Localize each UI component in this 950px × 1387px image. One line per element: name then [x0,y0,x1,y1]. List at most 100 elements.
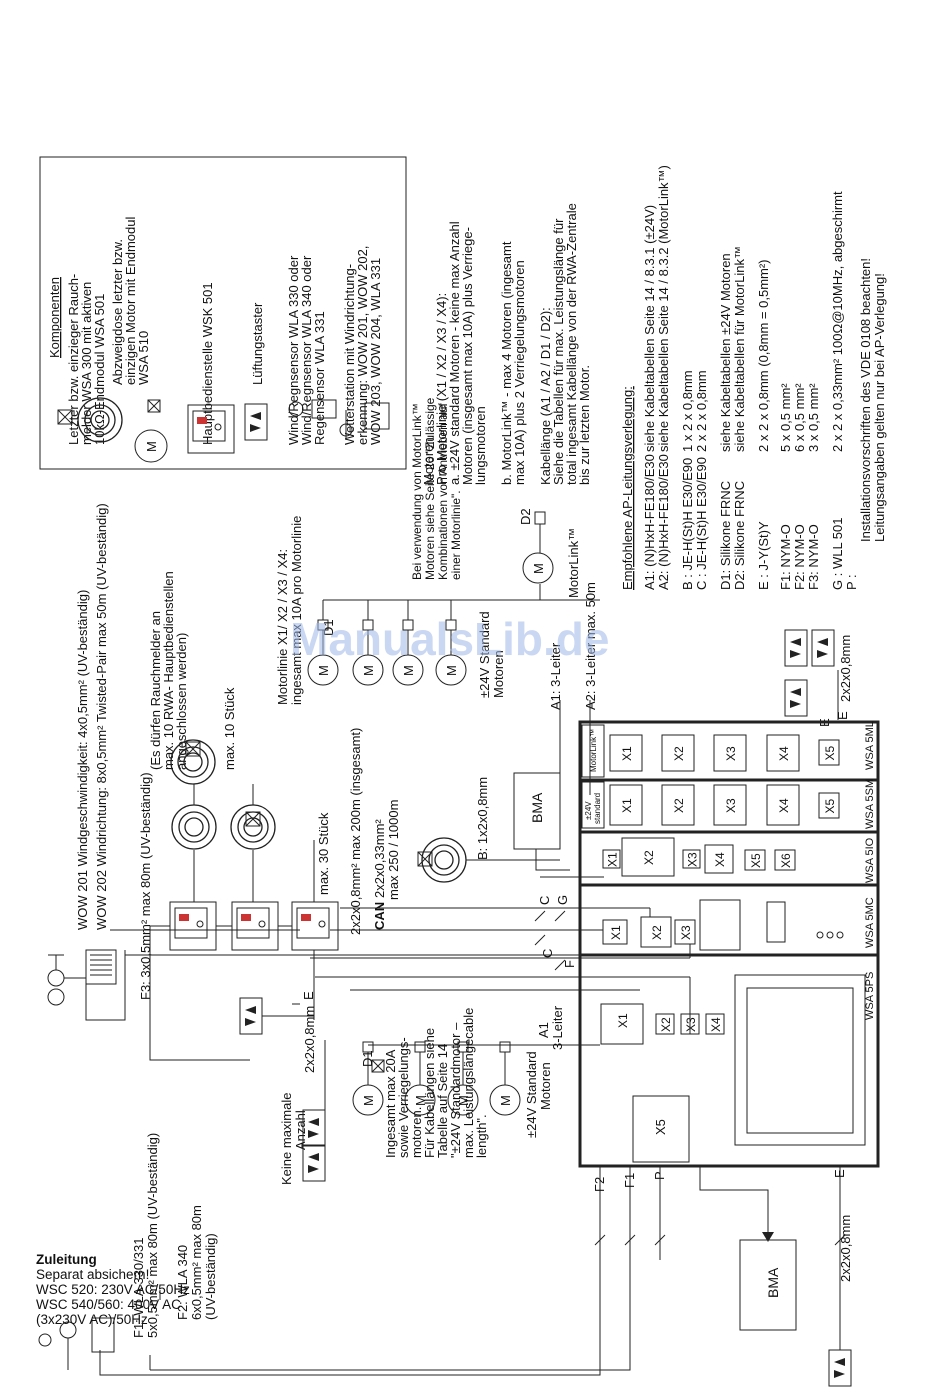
mc-terminal-3-label: X3 [679,925,693,940]
io-terminal-3 [682,849,701,869]
f2-cable-label: 6x0,5mm² max 80m [189,1205,204,1320]
cable-row-3-spec: 1 x 2 x 0,8mm [680,370,695,452]
b-cable-label: B: 1x2x0,8mm [475,777,490,860]
arrow-up-icon [250,412,261,420]
mc-led-2 [826,931,834,939]
end-module-icon [417,851,433,867]
panel-face [174,907,208,939]
component-6-line-1: Wetterstation mit Windrichtung- [342,264,357,445]
module-label-4: WSA 5SM [864,779,876,829]
ventilation-button-icon [239,997,263,1035]
zuleitung-title: Zuleitung [36,1252,97,1267]
ml-terminal-3 [713,734,747,772]
arrow-down-icon [308,1165,319,1173]
wind-sensor-icon [288,401,304,417]
cable-row-4-spec: 2 x 2 x 0,8mm [694,370,709,452]
io-terminal-2 [621,837,675,877]
ventilation-button-icon [784,629,808,667]
motor-label: M [401,665,416,676]
ps-transformer-inner [746,987,854,1134]
watermark: ManualsLib.de [290,613,609,665]
cable-row-7-spec: 2 x 2 x 0,8mm (0,8mm = 0,5mm²) [756,259,771,452]
arrow-up-icon [817,638,828,646]
sm-terminal-1 [609,784,643,826]
f1-cable-label: 5x0,5mm² max 80m (UV-beständig) [145,1133,160,1338]
component-6-line-2: erkennung: WOW 201, WOW 202, [355,246,370,445]
a1-bottom-1: A1 [536,1022,551,1038]
bma-bottom-label: BMA [765,1267,781,1298]
smoke-detector-core [243,817,263,837]
motors-line-8: Kabellänge (A1 / A2 / D1 / D2): [538,307,553,485]
e-cable-left-label: 2x2x0,8mm [302,1006,317,1073]
arrow-up-icon [308,1153,319,1161]
f2-uv-label: (UV-beständig) [203,1233,218,1320]
panel-face [192,410,226,442]
components-legend [39,156,407,470]
cable-row-11-spec: 2 x 2 x 0,33mm² 100Ω@10MHz, abgeschirmt [830,191,845,452]
sm-terminal-5 [818,792,840,819]
cable-row-6-spec: siehe Kabeltabellen für MotorLink™ [732,246,747,452]
a1-top-label: A1: 3-Leiter [548,642,563,710]
ingesamt-note-6: "±24V Standardmotor – [448,1022,463,1158]
cable-row-6-type: D2: Silikone FRNC [732,481,747,590]
motors-line-5: lungsmotoren [473,406,488,485]
panel-key-icon [258,920,266,928]
end-module-icon [371,1059,385,1073]
sm-terminal-3-label: X3 [724,798,738,813]
ingesamt-note-4: Für Kabellängen siehe [422,1028,437,1158]
e-right-label-2: E [835,711,850,720]
io-terminal-4-label: X4 [713,852,727,867]
wire [245,811,261,827]
weather-station-box [85,949,117,985]
smoke-detector-core [434,850,454,870]
io-terminal-5-label: X5 [749,853,763,868]
arrow-down-icon [762,1232,774,1242]
zuleitung-line-4: (3x230V AC)/50Hz [36,1312,148,1327]
smoke-detector-ring [177,746,209,778]
cable-row-3-type: B : JE-H(St)H E30/E90 [680,458,695,590]
main-control-panel-icon [291,901,339,951]
ventilation-button-icon [244,403,268,441]
ventilation-button-icon [828,1349,852,1387]
panel-key-icon [196,920,204,928]
ventilation-button-icon [784,679,808,717]
io-terminal-6 [774,849,796,871]
ps-terminal-x1 [600,1003,644,1045]
wire [534,934,546,946]
ml-terminal-4-label: X4 [777,746,791,761]
components-title: Komponenten [47,277,62,358]
smoke-note-3: angeschlossen werden) [174,633,189,770]
smoke-detector-ring [178,811,210,843]
smoke-detector-core [184,817,204,837]
cable-row-10-type: F3: NYM-O [806,524,821,590]
smoke-detector-ring [84,404,116,436]
cable-row-10-spec: 3 x 0,5 mm² [806,383,821,452]
module-label-3: WSA 5IO [864,837,876,883]
mc-led-1 [816,931,824,939]
ps-terminal-2 [655,1013,675,1035]
wire [554,910,566,922]
ml-terminal-4 [766,734,800,772]
io-terminal-6-label: X6 [779,853,793,868]
cable-row-11-type: G : WLL 501 [830,518,845,591]
wow202-label: WOW 202 Windrichtung: 8x0,5mm² Twisted-P… [94,503,109,930]
wire [185,741,201,757]
f-label: F [562,960,577,968]
e-cable-mid-label: 2x2x0,8mm² max 200m (insgesamt) [348,728,363,935]
arrow-down-icon [834,1370,845,1378]
wire [64,950,126,1021]
component-5-line-3: Regensensor WLA 331 [312,311,327,445]
motor-label: M [498,1095,513,1106]
motor-label: M [361,665,376,676]
arrow-down-icon [790,700,801,708]
motor-line-note-2: ingesamt max 10A pro Motorlinie [289,516,304,705]
motors-line-11: bis zur letzten Motor. [577,365,592,485]
motor-icon [134,429,168,463]
rain-sensor-box [91,1317,115,1353]
wire [147,399,161,413]
can-cable-label: 2x2x0,33mm² [372,819,387,898]
cable-note-1: Installationsvorschriften des VDE 0108 b… [858,258,873,542]
cable-row-1-type: A1: (N)HxH-FE180/E30 [642,454,657,590]
ml-tag: MotorLink™ [589,729,598,772]
